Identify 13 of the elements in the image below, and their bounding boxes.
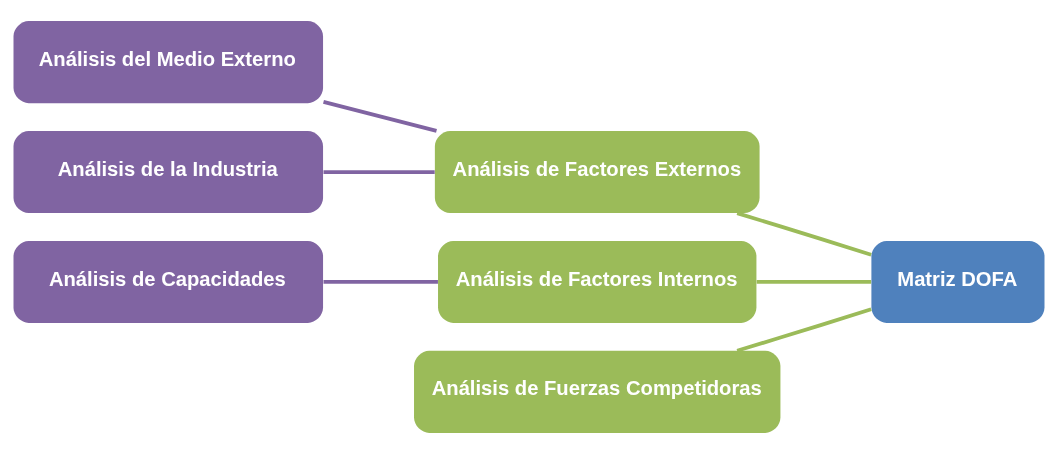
connector [323,279,438,284]
node-box: Análisis del Medio Externo [13,20,324,103]
connector [736,210,872,256]
node-box: Análisis de Fuerzas Competidoras [414,350,781,433]
connector [736,306,872,353]
connector [756,279,872,284]
connector [323,169,435,174]
node-box: Matriz DOFA [871,240,1045,323]
node-box: Análisis de Factores Internos [438,240,757,323]
node-box: Análisis de Factores Externos [434,130,760,213]
node-box: Análisis de la Industria [13,130,324,213]
connector [323,99,437,133]
node-box: Análisis de Capacidades [13,240,324,323]
